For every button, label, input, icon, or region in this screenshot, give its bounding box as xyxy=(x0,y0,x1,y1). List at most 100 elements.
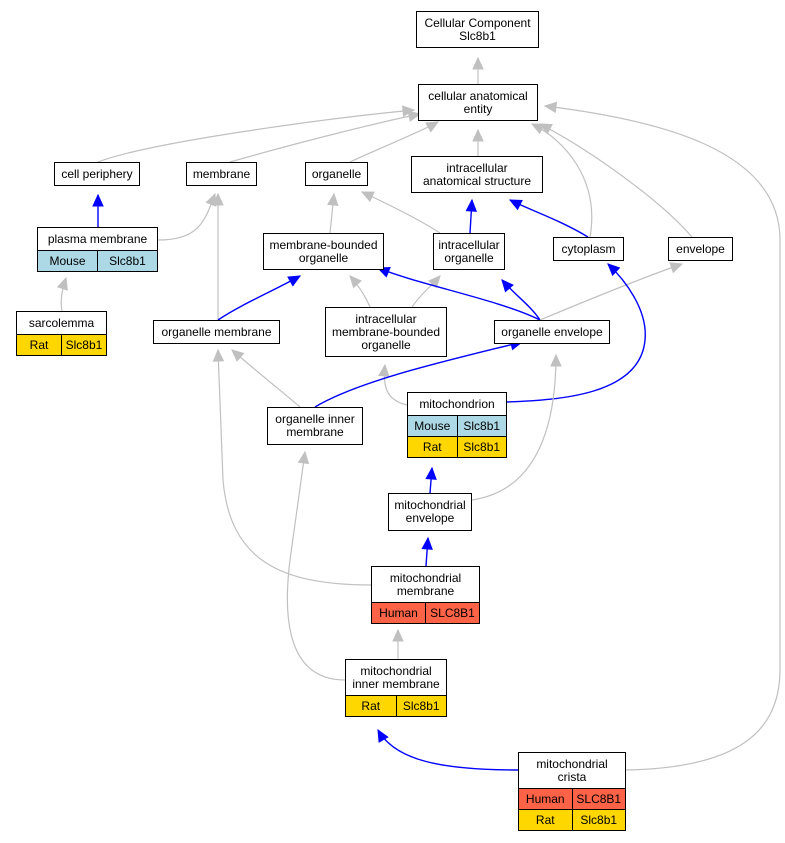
node-label-line: mitochondrial xyxy=(394,498,466,512)
arrowhead-icon xyxy=(92,193,104,207)
node-title: organelle envelope xyxy=(495,321,609,343)
edge-line xyxy=(531,123,593,238)
edge-line xyxy=(97,109,415,163)
edge-imbo-to-intraorg xyxy=(411,275,441,308)
edge-line xyxy=(383,364,408,406)
arrowhead-icon xyxy=(349,275,362,289)
species-cell: Mouse xyxy=(414,419,451,433)
node-label-line: cell periphery xyxy=(61,166,133,181)
edge-cytoplasm-to-ias xyxy=(508,199,589,238)
edge-orgmem-to-mbo xyxy=(217,275,302,321)
gene-cell: Slc8b1 xyxy=(61,335,106,355)
arrowhead-icon xyxy=(327,192,339,207)
node-membrane[interactable]: membrane xyxy=(186,162,257,186)
edge-orgenv-to-envelope xyxy=(539,262,684,321)
gene-cell: Slc8b1 xyxy=(571,810,626,830)
edge-line xyxy=(157,193,216,241)
node-label-line: membrane xyxy=(396,583,455,598)
edge-line xyxy=(377,729,519,771)
node-label-line: cytoplasm xyxy=(561,241,616,256)
gene-cell: Slc8b1 xyxy=(456,437,507,457)
node-label-line: membrane xyxy=(286,425,344,439)
node-orgenv[interactable]: organelle envelope xyxy=(494,320,610,344)
edge-mim-to-oim xyxy=(286,450,346,681)
edge-crista-to-cae xyxy=(543,101,781,771)
node-title: organelle membrane xyxy=(154,321,279,343)
node-orgmem[interactable]: organelle membrane xyxy=(153,320,280,344)
node-label-line: envelope xyxy=(676,241,725,256)
node-label-line: membrane xyxy=(192,166,251,181)
edge-line xyxy=(217,349,372,586)
node-label-line: organelle inner xyxy=(275,412,355,426)
edge-mbo-to-organelle xyxy=(327,192,339,234)
arrowhead-icon xyxy=(360,191,375,203)
node-title: envelope xyxy=(669,238,732,260)
arrowhead-icon xyxy=(378,363,390,378)
node-label-line: organelle xyxy=(298,250,349,265)
edge-intraorg-to-organelle xyxy=(360,191,441,234)
arrowhead-icon xyxy=(425,466,437,480)
node-title: plasma membrane xyxy=(38,228,157,250)
node-label-line: organelle xyxy=(361,337,411,352)
node-label-line: Cellular Component xyxy=(424,15,531,30)
node-label-line: anatomical structure xyxy=(422,173,532,188)
node-label-line: mitochondrial xyxy=(360,663,432,678)
node-label-line: mitochondrion xyxy=(419,396,495,411)
node-envelope[interactable]: envelope xyxy=(668,237,733,261)
arrowhead-icon xyxy=(472,128,484,142)
arrowhead-icon xyxy=(501,279,514,293)
edge-line xyxy=(539,123,693,238)
node-label-line: intracellular xyxy=(355,311,417,326)
arrowhead-icon xyxy=(428,275,441,289)
node-label-line: mitochondrial xyxy=(389,570,462,585)
node-title: organelle xyxy=(306,163,367,185)
arrowhead-icon xyxy=(297,450,310,465)
arrowhead-icon xyxy=(543,101,558,114)
edge-orgenv-to-intraorg xyxy=(501,279,541,321)
arrowhead-icon xyxy=(465,198,478,212)
arrowhead-icon xyxy=(377,728,389,743)
node-cellper[interactable]: cell periphery xyxy=(54,162,140,186)
arrowhead-icon xyxy=(472,56,484,70)
node-title: sarcolemma xyxy=(17,312,106,334)
node-label-line: organelle xyxy=(444,250,494,265)
species-cell: Rat xyxy=(29,338,49,352)
node-cytoplasm[interactable]: cytoplasm xyxy=(553,237,624,261)
edge-mitomem-to-mitoenv xyxy=(421,536,433,567)
node-label-line: organelle membrane xyxy=(161,324,272,339)
edge-cellper-to-cae xyxy=(97,105,416,163)
edge-mitoenv-to-mito xyxy=(425,466,437,494)
edge-plasma-to-cellper xyxy=(92,193,104,227)
node-organelle[interactable]: organelle xyxy=(305,162,368,186)
edge-mim-to-mitomem xyxy=(392,628,404,659)
edge-line xyxy=(231,349,301,408)
node-label-line: plasma membrane xyxy=(47,231,148,246)
